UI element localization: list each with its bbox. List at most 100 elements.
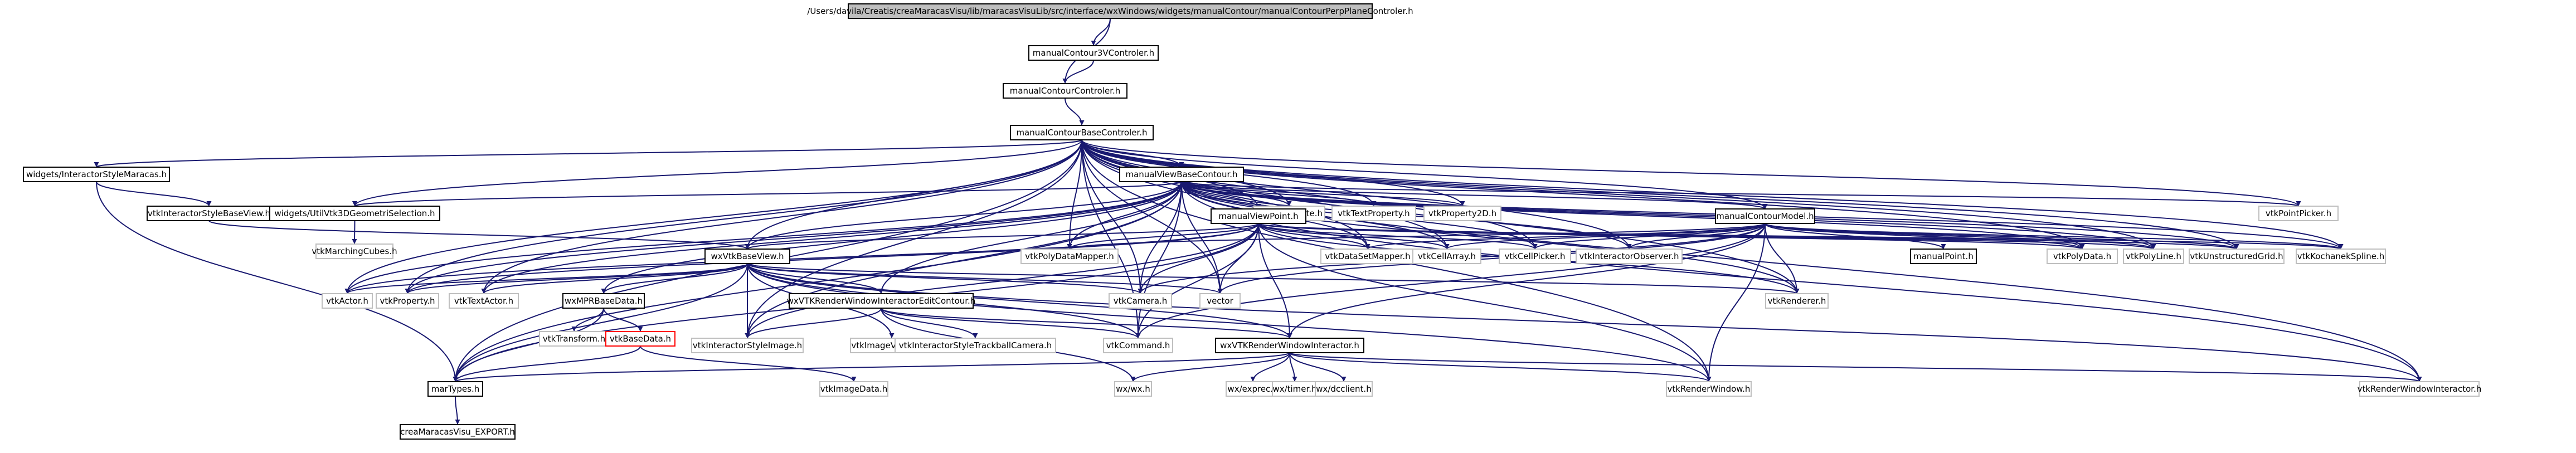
node-vmarch: vtkMarchingCubes.h xyxy=(312,243,397,259)
node-vbasedata[interactable]: vtkBaseData.h xyxy=(605,331,675,347)
include-edge-mvp-to-vrenderwindow xyxy=(1258,223,1712,382)
include-edge-wxvrwi-to-wxexprec xyxy=(1250,352,1290,382)
include-edge-mvbc-to-wxmpr xyxy=(601,181,1182,294)
node-label: wxVtkBaseView.h xyxy=(711,251,784,261)
node-label: wxVTKRenderWindowInteractor.h xyxy=(1220,340,1359,350)
node-wu3d[interactable]: widgets/UtilVtk3DGeometriSelection.h xyxy=(269,206,440,221)
node-manpoint[interactable]: manualPoint.h xyxy=(1910,249,1977,264)
include-edge-mcbc-to-vug xyxy=(1081,139,2239,250)
node-label: vtkPointPicker.h xyxy=(2266,208,2331,218)
node-vector: vector xyxy=(1199,293,1241,309)
node-wxmpr[interactable]: wxMPRBaseData.h xyxy=(562,293,645,309)
include-edge-mcbc-to-mcm xyxy=(1081,139,1768,210)
include-edge-mcbc-to-vproperty xyxy=(405,139,1082,294)
node-label: wx/timer.h xyxy=(1272,384,1316,394)
node-martypes[interactable]: marTypes.h xyxy=(427,381,483,397)
include-edge-mcbc-to-vcamera xyxy=(1081,139,1143,294)
node-mvp[interactable]: manualViewPoint.h xyxy=(1211,208,1306,224)
node-wism[interactable]: widgets/InteractorStyleMaracas.h xyxy=(23,167,170,182)
node-label: vtkKochanekSpline.h xyxy=(2297,251,2384,261)
include-edge-martypes-to-cmve xyxy=(455,396,460,425)
node-mcbc[interactable]: manualContourBaseControler.h xyxy=(1010,125,1154,140)
include-edge-mcbc-to-vpdm xyxy=(1067,139,1082,250)
node-mcm[interactable]: manualContourModel.h xyxy=(1715,208,1815,224)
include-edge-mvbc-to-vcommand xyxy=(1135,181,1182,339)
include-edge-mvp-to-vproperty xyxy=(405,223,1259,294)
node-m3v[interactable]: manualContour3VControler.h xyxy=(1028,45,1159,61)
node-vistb: vtkInteractorStyleTrackballCamera.h xyxy=(895,338,1056,353)
node-label: wxMPRBaseData.h xyxy=(565,296,643,306)
include-edge-mvp-to-vks xyxy=(1258,223,2343,250)
node-vpointpicker: vtkPointPicker.h xyxy=(2258,206,2339,221)
node-wxwx: wx/wx.h xyxy=(1114,381,1152,397)
include-edge-mvp-to-vcellarr xyxy=(1258,223,1450,250)
include-edge-mvbc-to-wxvbv xyxy=(745,181,1182,250)
node-vtextactor: vtkTextActor.h xyxy=(449,293,519,309)
node-wxexprec: wx/exprec.h xyxy=(1226,381,1280,397)
node-label: vtkProperty.h xyxy=(380,296,435,306)
include-edge-wxvbv-to-vrwi xyxy=(747,263,2422,382)
include-edge-wxvbv-to-vproperty xyxy=(405,263,748,294)
node-label: vtkTextActor.h xyxy=(454,296,513,306)
include-edge-wxvrwiec-to-wxvrwi xyxy=(881,308,1292,339)
include-edge-wxvbv-to-vrenderwindow xyxy=(747,263,1712,382)
node-wxvrwiec[interactable]: wxVTKRenderWindowInteractorEditContour.h xyxy=(787,293,976,309)
node-label: creaMaracasVisu_EXPORT.h xyxy=(400,427,515,437)
include-edge-mcbc-to-vcellarr xyxy=(1081,139,1450,250)
node-wxvrwi[interactable]: wxVTKRenderWindowInteractor.h xyxy=(1215,338,1364,353)
node-visbv[interactable]: vtkInteractorStyleBaseView.h xyxy=(147,206,271,221)
node-vcommand: vtkCommand.h xyxy=(1103,338,1173,353)
header-nodes: /Users/davila/Creatis/creaMaracasVisu/li… xyxy=(23,3,2481,440)
node-label: vtkTransform.h xyxy=(543,334,605,344)
node-vtransform: vtkTransform.h xyxy=(539,331,609,347)
include-edge-mcbc-to-vpointpicker xyxy=(1081,139,2301,207)
include-edge-wxmpr-to-vbasedata xyxy=(603,308,643,332)
include-edge-mcbc-to-vtextactor xyxy=(481,139,1082,294)
node-label: vtkMarchingCubes.h xyxy=(312,246,397,256)
node-label: vtkProperty2D.h xyxy=(1428,208,1496,218)
node-vpolyline: vtkPolyLine.h xyxy=(2123,249,2184,264)
include-edge-mvbc-to-vactor xyxy=(344,181,1182,294)
node-mvbc[interactable]: manualViewBaseContour.h xyxy=(1119,167,1244,182)
node-label: manualContour3VControler.h xyxy=(1033,48,1154,58)
node-vproperty: vtkProperty.h xyxy=(376,293,439,309)
node-vpolydata: vtkPolyData.h xyxy=(2047,249,2118,264)
node-vcellpick: vtkCellPicker.h xyxy=(1499,249,1571,264)
include-edge-mcm-to-vcellpick xyxy=(1532,223,1766,250)
node-wxvbv[interactable]: wxVtkBaseView.h xyxy=(704,249,790,264)
node-label: marTypes.h xyxy=(431,384,480,394)
node-label: vtkPolyData.h xyxy=(2053,251,2111,261)
include-edge-wxvrwi-to-wxdcclient xyxy=(1289,352,1347,382)
include-edge-wxvbv-to-wxmpr xyxy=(601,263,748,294)
include-edge-mvbc-to-vpointpicker xyxy=(1181,181,2301,207)
node-label: vtkCellPicker.h xyxy=(1504,251,1565,261)
node-vug: vtkUnstructuredGrid.h xyxy=(2189,249,2285,264)
include-edge-mcm-to-vrenderer xyxy=(1765,223,1800,294)
node-label: manualContourBaseControler.h xyxy=(1016,128,1147,138)
include-edge-mcbc-to-vactor xyxy=(344,139,1082,294)
include-edge-wxvrwiec-to-vcommand xyxy=(881,308,1141,339)
include-edge-m3v-to-mcc xyxy=(1062,60,1094,84)
include-edge-wxvbv-to-vrenderer xyxy=(747,263,1799,294)
node-mcc[interactable]: manualContourControler.h xyxy=(1003,83,1127,99)
include-edge-mcbc-to-vrwi xyxy=(1081,139,2422,382)
node-cmve[interactable]: creaMaracasVisu_EXPORT.h xyxy=(400,424,516,440)
node-label: vtkInteractorStyleImage.h xyxy=(693,340,802,350)
include-edge-vbasedata-to-martypes xyxy=(453,345,641,382)
node-label: vtkCommand.h xyxy=(1106,340,1170,350)
include-edge-mcm-to-manpoint xyxy=(1765,223,1946,250)
include-edge-mcbc-to-vpolydata xyxy=(1081,139,2085,250)
include-edge-mcc-to-mcbc xyxy=(1065,98,1085,126)
node-root[interactable]: /Users/davila/Creatis/creaMaracasVisu/li… xyxy=(807,3,1413,19)
include-edge-mvp-to-wxvrwi xyxy=(1258,223,1292,339)
node-label: vtkTextProperty.h xyxy=(1338,208,1409,218)
node-label: vtkInteractorObserver.h xyxy=(1579,251,1679,261)
include-edge-mvp-to-vcamera xyxy=(1138,223,1259,294)
include-edge-wxvrwi-to-wxwx xyxy=(1130,352,1290,382)
node-label: vector xyxy=(1207,296,1233,306)
node-label: widgets/InteractorStyleMaracas.h xyxy=(26,169,167,179)
include-edge-mvbc-to-vtextactor xyxy=(481,181,1182,294)
include-edge-mcm-to-vrenderwindow xyxy=(1706,223,1766,382)
include-edge-wxvrwi-to-vrenderwindow xyxy=(1289,352,1712,382)
